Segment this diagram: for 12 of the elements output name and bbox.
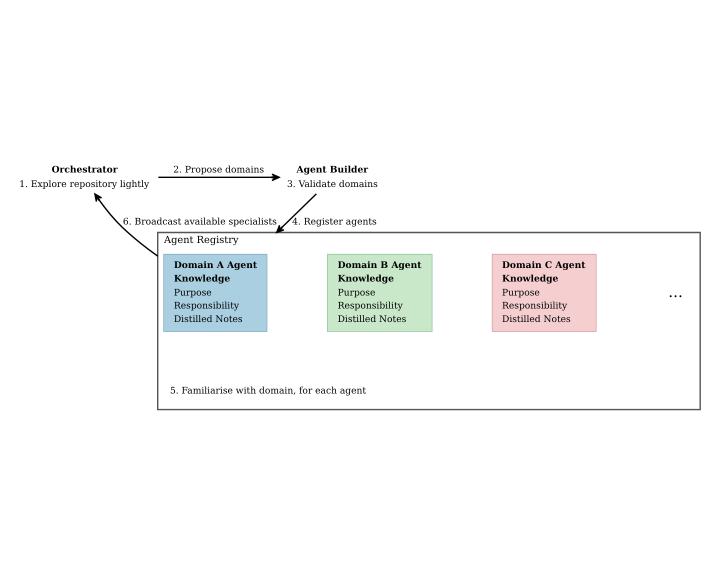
node-text: Agent Builder 3. Validate domains xyxy=(287,164,378,190)
node-box: Domain C Agent Knowledge Purpose Responsibility Distilled Notes xyxy=(492,253,597,332)
arrow xyxy=(158,172,280,181)
label: ... xyxy=(668,282,683,300)
edge-label: 2. Propose domains xyxy=(173,165,264,176)
node-box: Domain A Agent Knowledge Purpose Responsibility Distilled Notes xyxy=(163,253,268,332)
edge-label: 4. Register agents xyxy=(292,216,377,227)
arrow xyxy=(276,192,317,233)
node-box: Domain B Agent Knowledge Purpose Responsibility Distilled Notes xyxy=(327,253,432,332)
node-text: Orchestrator 1. Explore repository lightly xyxy=(19,164,150,190)
edge-label: 6. Broadcast available specialists xyxy=(122,216,277,227)
arrow xyxy=(94,192,158,256)
